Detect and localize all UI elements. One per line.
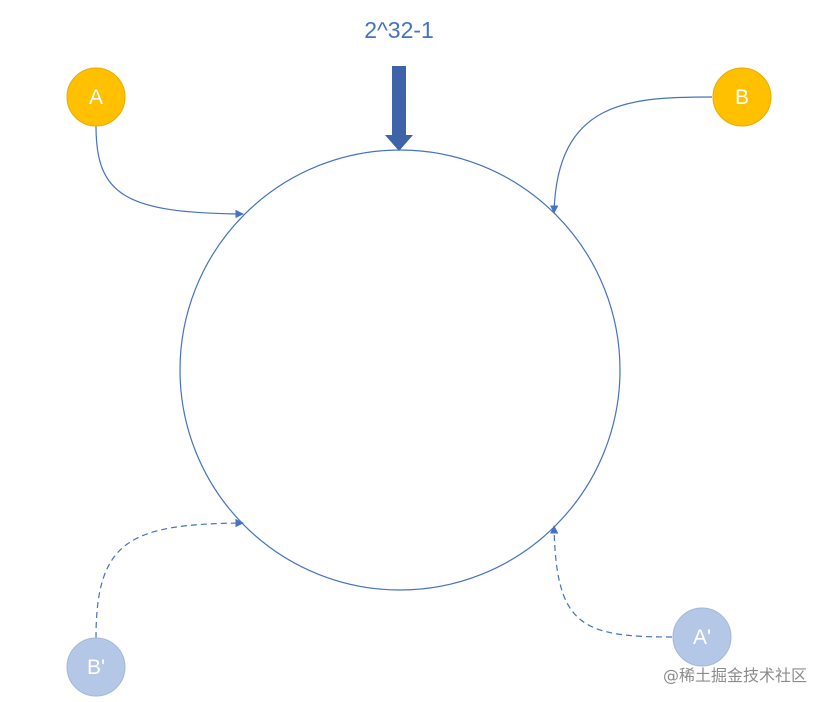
connector-b-to-ring (550, 96, 713, 214)
node-a-prime: A' (672, 607, 732, 667)
ring-origin-arrow (385, 66, 413, 151)
node-a-prime-circle (672, 607, 732, 667)
connector-a-prime-to-ring (549, 525, 673, 638)
node-b-circle (712, 67, 772, 127)
node-b-label: B (735, 86, 749, 109)
connector-a-to-ring (95, 125, 244, 219)
node-b-prime: B' (66, 637, 126, 697)
node-a-circle (66, 67, 126, 127)
node-a-prime-label: A' (693, 626, 711, 649)
node-b-prime-label: B' (87, 656, 105, 679)
hash-ring (179, 149, 621, 591)
node-b: B (712, 67, 772, 127)
watermark-text: @稀土掘金技术社区 (662, 666, 807, 685)
node-a-label: A (89, 86, 103, 109)
node-b-prime-circle (66, 637, 126, 697)
ring-max-label: 2^32-1 (364, 17, 434, 43)
connector-b-prime-to-ring (95, 518, 244, 639)
node-a: A (66, 67, 126, 127)
